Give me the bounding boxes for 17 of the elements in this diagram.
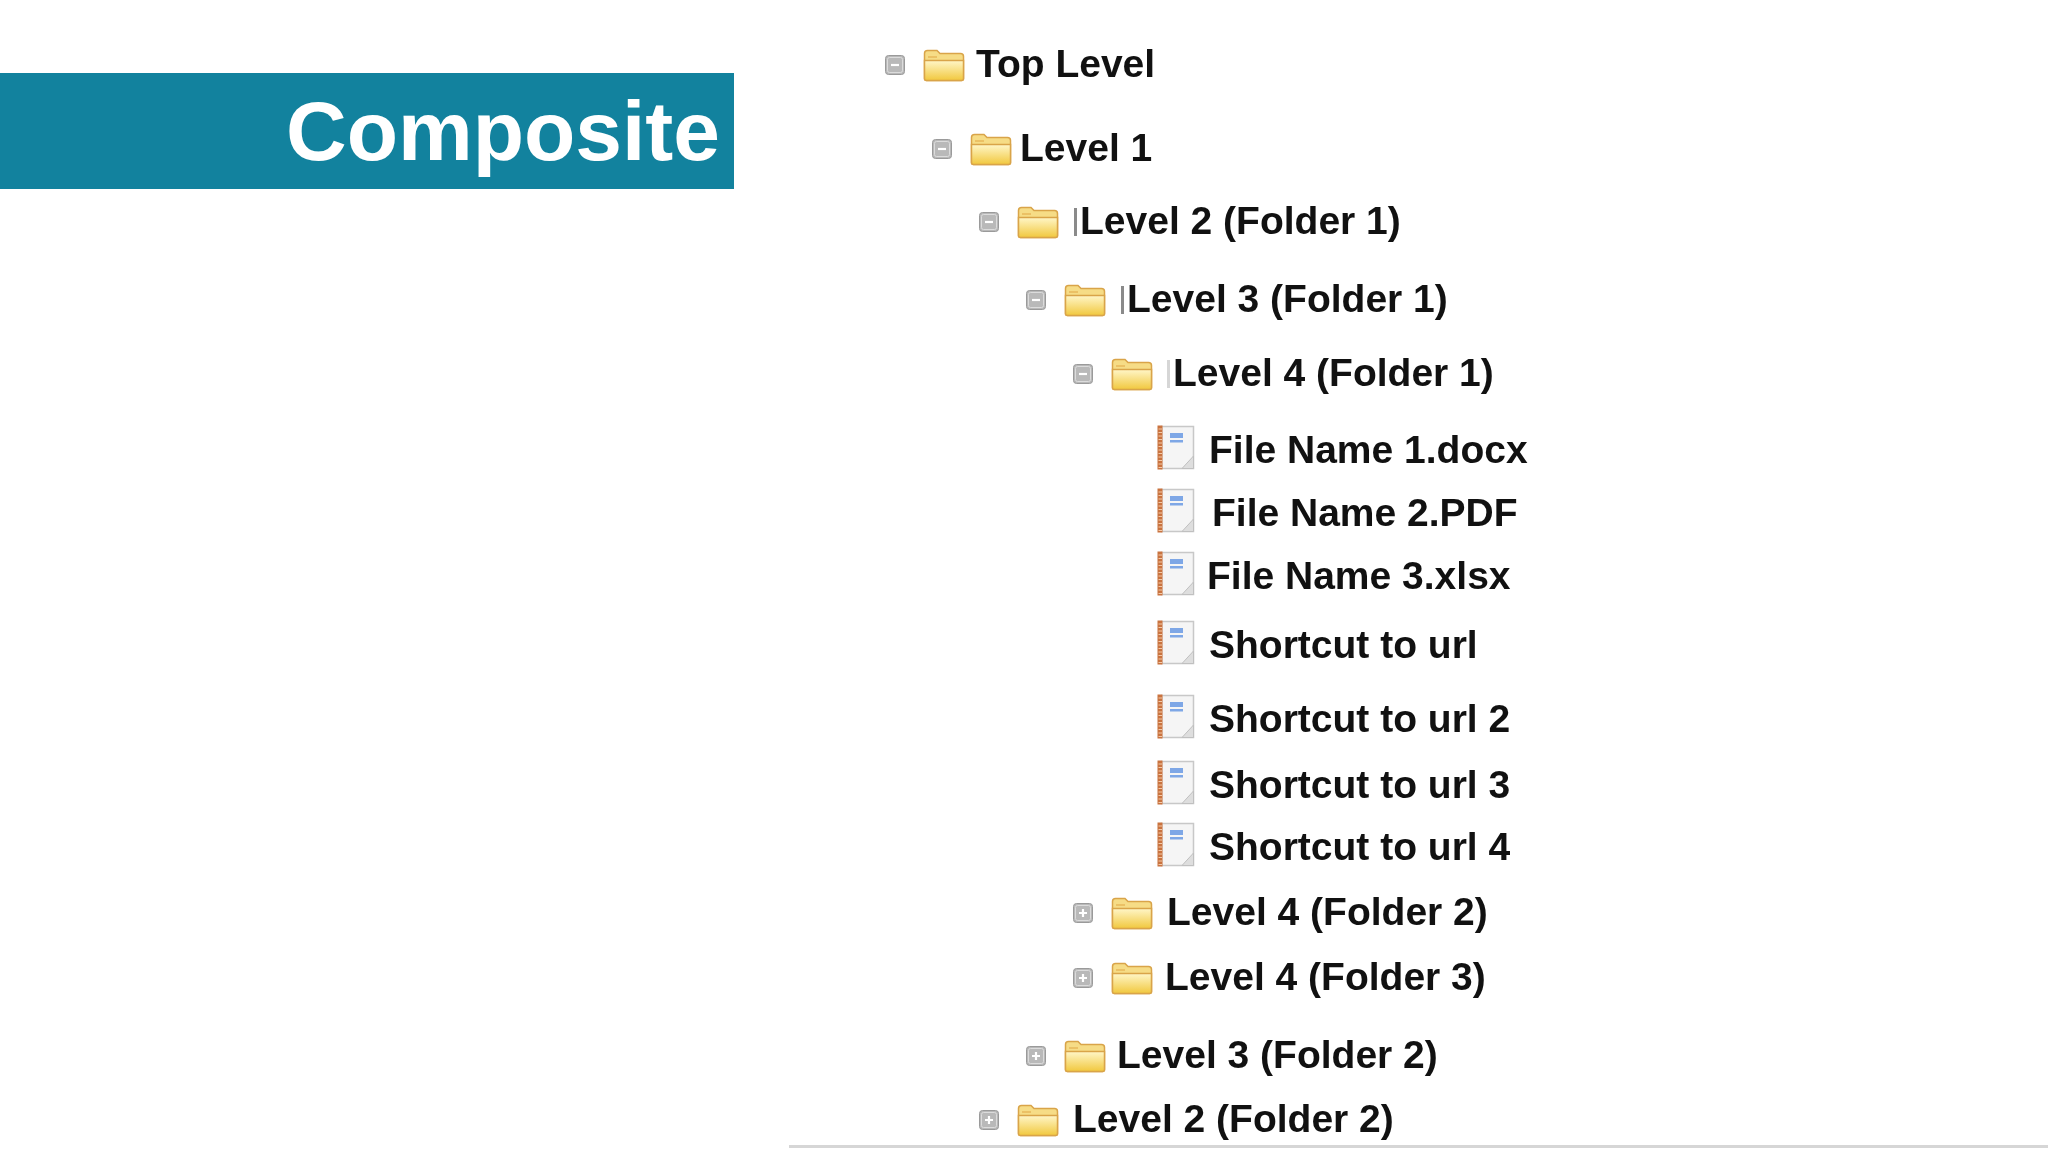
file-name: Shortcut to url 2 bbox=[1209, 696, 1511, 742]
folder-name: Level 3 (Folder 2) bbox=[1117, 1032, 1438, 1078]
file-name: Shortcut to url bbox=[1209, 622, 1478, 668]
file-name: File Name 2.PDF bbox=[1212, 490, 1518, 536]
file-name: File Name 3.xlsx bbox=[1207, 553, 1511, 599]
file-name: File Name 1.docx bbox=[1209, 427, 1528, 473]
folder-name: Level 2 (Folder 2) bbox=[1073, 1096, 1394, 1142]
folder-name: Level 4 (Folder 2) bbox=[1167, 889, 1488, 935]
folder-name: Top Level bbox=[976, 41, 1156, 87]
folder-name: Level 4 (Folder 3) bbox=[1165, 954, 1486, 1000]
folder-name: Level 1 bbox=[1020, 125, 1153, 171]
folder-name: Level 2 (Folder 1) bbox=[1080, 198, 1401, 244]
folder-name: Level 3 (Folder 1) bbox=[1127, 276, 1448, 322]
folder-name: Level 4 (Folder 1) bbox=[1173, 350, 1494, 396]
title-banner: Composite bbox=[0, 73, 734, 189]
file-name: Shortcut to url 4 bbox=[1209, 824, 1511, 870]
file-name: Shortcut to url 3 bbox=[1209, 762, 1511, 808]
